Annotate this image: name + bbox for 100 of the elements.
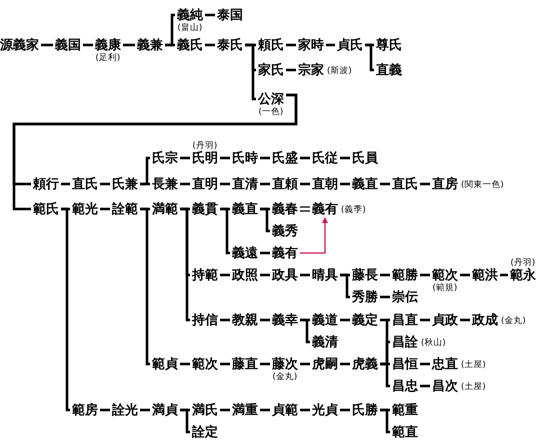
person-name: 家氏 (256, 62, 286, 78)
person-name: 直義 (374, 62, 404, 78)
person-name: 政成 (470, 312, 500, 328)
person-name: 貞範 (270, 402, 300, 418)
person-name: 直氏 (390, 176, 420, 192)
clan-note: (斯波) (327, 66, 352, 76)
connector-line (180, 408, 190, 434)
person-name: 崇伝 (390, 290, 420, 304)
connector-line (460, 274, 470, 276)
connector-line (220, 318, 230, 322)
person-name: 範光 (70, 202, 100, 216)
clan-note: (一色) (258, 107, 284, 117)
connector-line (180, 208, 190, 322)
connector-line (500, 274, 508, 276)
connector-line (365, 44, 374, 72)
connector-line (380, 182, 390, 186)
person-name: 義兼 (135, 38, 165, 52)
connector-line (83, 44, 93, 46)
connector-line (260, 318, 270, 322)
person-name: 虎義 (350, 356, 380, 372)
connector-line (260, 362, 270, 366)
connector-line (100, 208, 110, 210)
clan-note: (土屋) (461, 360, 486, 370)
person-name: 政照 (230, 268, 260, 282)
connector-line (300, 182, 310, 186)
connector-line (300, 156, 310, 160)
person-name: 泰氏 (215, 38, 245, 52)
person-name: 範房 (70, 402, 100, 418)
person-name: 範次 (430, 268, 460, 282)
person-name: 義貫 (190, 202, 220, 216)
person-name: 宗家 (296, 62, 326, 78)
person-name: 昌次 (430, 378, 460, 394)
connector-line (420, 318, 430, 322)
connector-line (340, 274, 350, 298)
person-name: 範直 (390, 424, 420, 440)
clan-note: (畠山) (178, 23, 202, 33)
person-name: 範氏 (31, 202, 61, 216)
connector-line (220, 156, 230, 160)
person-name: 秀勝 (350, 290, 380, 304)
connector-line (420, 182, 430, 186)
connector-line (140, 208, 150, 366)
connector-line (420, 274, 430, 276)
person-name: 直明 (190, 176, 220, 192)
connector-line (165, 44, 175, 46)
connector-line (300, 274, 310, 276)
person-name: 氏従 (310, 150, 340, 166)
connector-line (420, 384, 430, 388)
person-name: 教親 (230, 312, 260, 328)
clan-note: (土屋) (461, 382, 486, 392)
connector-line (340, 408, 350, 412)
connector-line (205, 14, 215, 16)
connector-line (220, 274, 230, 276)
person-name: 範永 (508, 268, 538, 282)
person-name: 公深 (256, 92, 286, 106)
connector-line (326, 44, 335, 46)
connector-line (12, 94, 298, 210)
person-name: 直清 (230, 176, 260, 192)
connector-line (140, 408, 150, 412)
person-name: 貞氏 (335, 38, 365, 52)
person-name: 貞政 (430, 312, 460, 328)
clan-note: (関東一色) (461, 180, 504, 190)
connector-line (180, 156, 190, 160)
clan-note: (丹羽) (192, 141, 218, 151)
connector-line (286, 44, 296, 46)
connector-line (100, 408, 110, 412)
person-name: 氏員 (350, 150, 380, 166)
person-name: 義定 (350, 312, 380, 328)
connector-line (100, 182, 110, 186)
connector-line (260, 208, 270, 232)
person-name: 直頼 (270, 176, 300, 192)
person-name: 氏勝 (350, 402, 380, 418)
connector-line (460, 318, 470, 322)
connector-line (220, 182, 230, 186)
person-name: 氏時 (230, 150, 260, 166)
person-name: 氏盛 (270, 150, 300, 166)
person-name: 氏宗 (150, 150, 180, 166)
connector-line (140, 182, 150, 186)
connector-line (61, 182, 70, 186)
person-name: 持信 (190, 312, 220, 328)
connector-line (380, 408, 390, 434)
clan-note: (範規) (432, 283, 458, 293)
connector-line (180, 362, 190, 366)
person-name: 源義家 (0, 38, 41, 52)
person-name: 義純 (175, 8, 205, 22)
connector-line (260, 274, 270, 276)
person-name: 範貞 (150, 356, 180, 372)
connector-line (260, 182, 270, 186)
clan-note: (足利) (96, 53, 120, 63)
person-name: 範洪 (470, 268, 500, 282)
person-name: 範勝 (390, 268, 420, 282)
person-name: 義春 (270, 202, 300, 216)
connector-line (245, 44, 256, 100)
connector-line (340, 362, 350, 366)
person-name: 光貞 (310, 402, 340, 418)
person-name: 頼氏 (256, 38, 286, 52)
person-name: 詮範 (110, 202, 140, 216)
connector-line (61, 208, 70, 412)
person-name: 氏兼 (110, 176, 140, 192)
person-name: 詮定 (190, 424, 220, 440)
person-name: 義有 (310, 202, 340, 216)
